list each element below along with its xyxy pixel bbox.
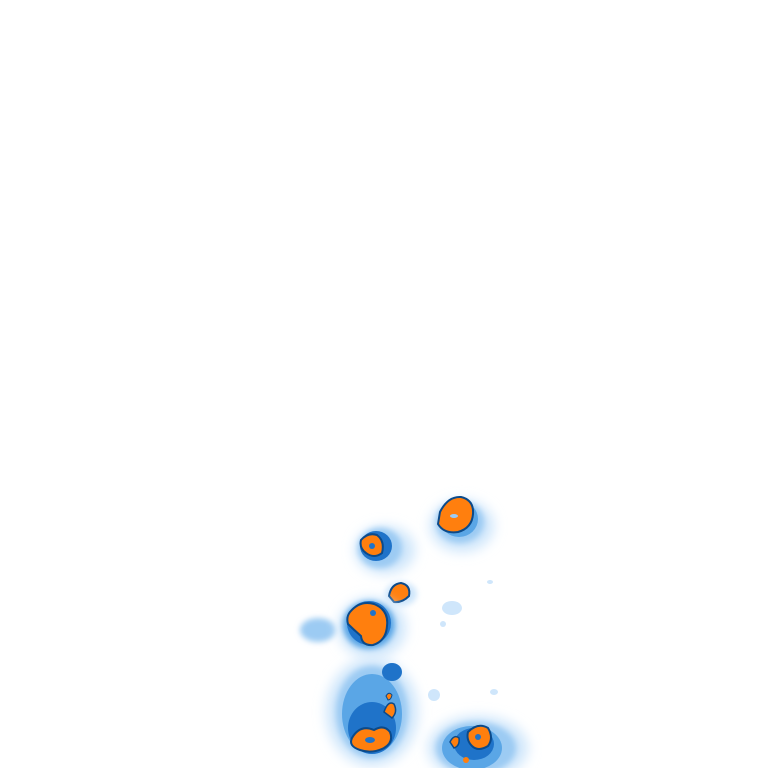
extreme-core [449, 735, 460, 749]
storm-cell-bottom-left [326, 658, 418, 766]
core-hole [365, 737, 375, 743]
storm-cell-upper-left [355, 526, 415, 574]
core-hole [369, 543, 375, 549]
extreme-core [387, 581, 411, 604]
extreme-core [383, 702, 397, 719]
extreme-core [346, 602, 389, 647]
precip-very-light [428, 689, 440, 701]
storm-cell-small [385, 581, 417, 606]
precip-very-light [487, 580, 493, 584]
precip-very-light [442, 601, 462, 615]
core-hole [475, 734, 481, 740]
precip-very-light [440, 621, 446, 627]
precip-very-light [490, 689, 498, 695]
storm-cell-top-right [430, 495, 494, 552]
storm-cell-middle-left [300, 598, 406, 658]
core-hole [450, 514, 458, 518]
precip-strong [382, 663, 402, 681]
scattered-light-precip [428, 580, 498, 701]
precip-very-light [300, 618, 336, 642]
core-hole [370, 610, 376, 616]
storm-cell-bottom-right [428, 716, 528, 768]
precip-very-light [463, 757, 469, 763]
extreme-core [385, 692, 393, 701]
